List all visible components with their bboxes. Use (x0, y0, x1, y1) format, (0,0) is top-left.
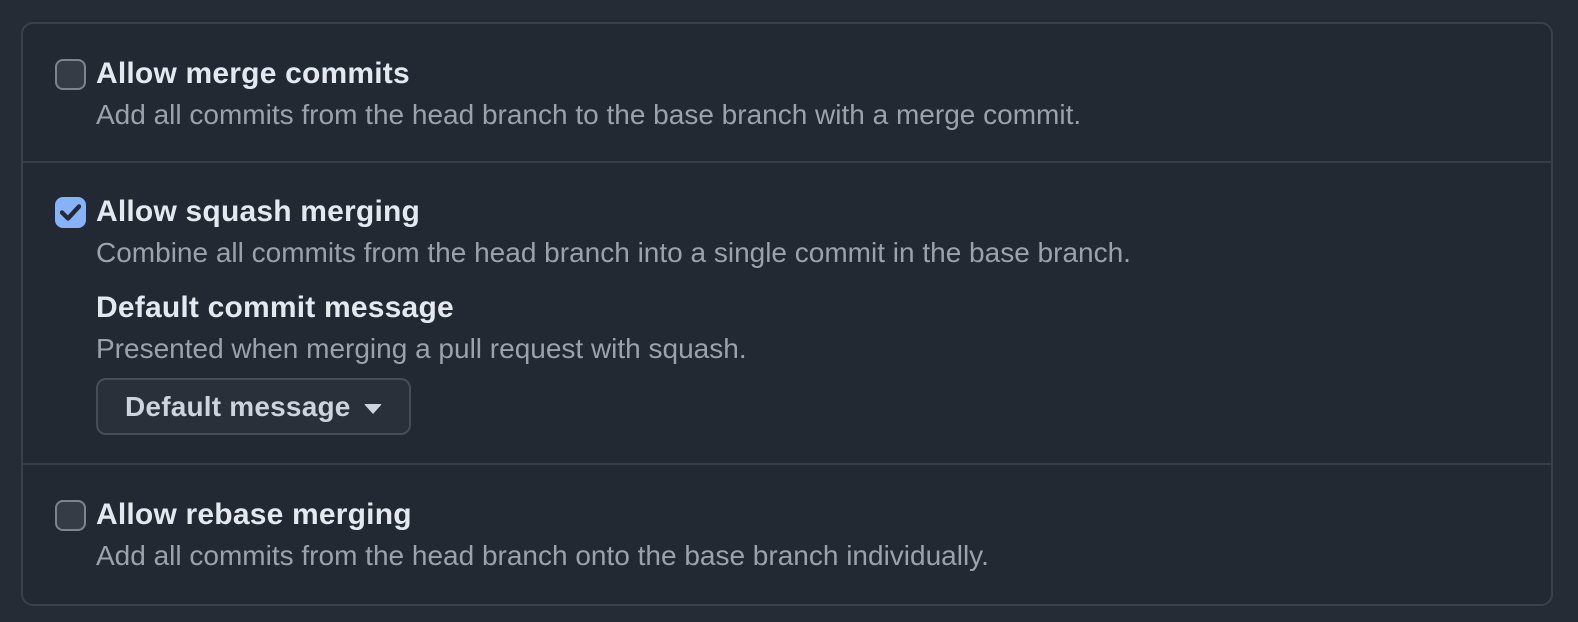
merge-commits-row: Allow merge commits (55, 58, 1511, 90)
default-commit-message-description: Presented when merging a pull request wi… (96, 333, 747, 364)
squash-merging-description: Combine all commits from the head branch… (96, 237, 1131, 268)
merge-commits-description: Add all commits from the head branch to … (96, 99, 1082, 130)
section-rebase-merging: Allow rebase merging Add all commits fro… (23, 463, 1551, 604)
rebase-merging-label[interactable]: Allow rebase merging (96, 498, 412, 531)
merge-commits-checkbox[interactable] (55, 59, 86, 90)
rebase-merging-checkbox[interactable] (55, 500, 86, 531)
squash-merging-row: Allow squash merging (55, 196, 1511, 228)
default-message-dropdown-label: Default message (125, 390, 351, 422)
squash-merging-checkbox[interactable] (55, 197, 86, 228)
default-commit-message-heading: Default commit message (96, 291, 454, 324)
caret-down-icon (363, 403, 382, 414)
squash-merging-label[interactable]: Allow squash merging (96, 195, 421, 228)
checkmark-icon (60, 204, 81, 221)
default-message-dropdown-button[interactable]: Default message (96, 378, 411, 435)
merge-options-panel: Allow merge commits Add all commits from… (21, 22, 1553, 606)
rebase-merging-row: Allow rebase merging (55, 499, 1511, 531)
section-merge-commits: Allow merge commits Add all commits from… (23, 24, 1551, 161)
rebase-merging-description: Add all commits from the head branch ont… (96, 540, 989, 571)
merge-commits-label[interactable]: Allow merge commits (96, 57, 410, 90)
section-squash-merging: Allow squash merging Combine all commits… (23, 161, 1551, 463)
default-commit-message-subsection: Default commit message Presented when me… (96, 292, 1511, 435)
